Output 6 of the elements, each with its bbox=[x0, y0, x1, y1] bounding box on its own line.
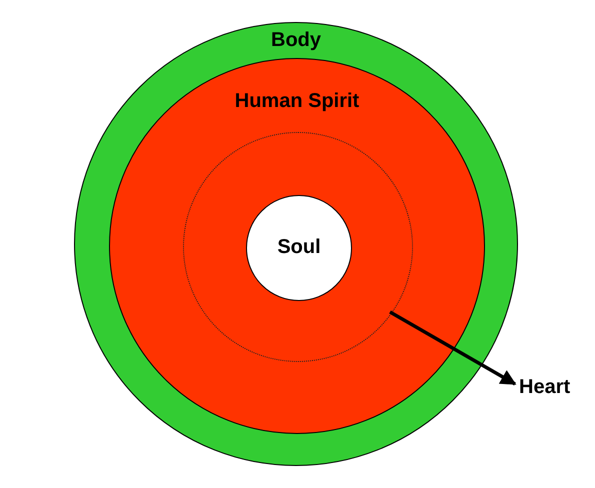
ring-label: Human Spirit bbox=[234, 90, 360, 113]
ring-label: Body bbox=[270, 29, 322, 52]
dotted-circle bbox=[183, 132, 413, 362]
circle-label: Soul bbox=[276, 236, 322, 259]
heart-label: Heart bbox=[519, 376, 570, 398]
arrow bbox=[389, 310, 516, 386]
